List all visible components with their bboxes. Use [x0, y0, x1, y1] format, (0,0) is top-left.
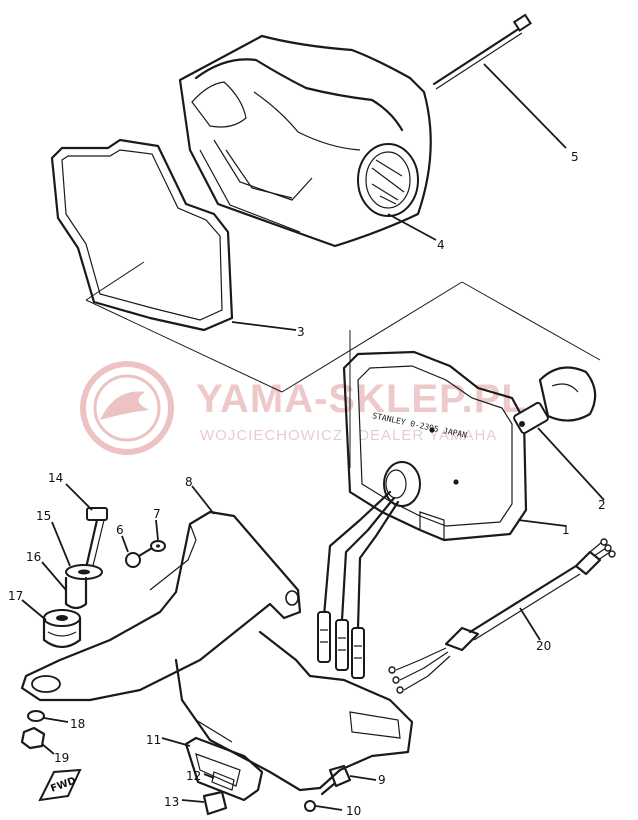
part-16-collar: [64, 576, 88, 610]
callout-14: 14: [48, 471, 63, 485]
part-7-washer: [150, 540, 166, 552]
leader-9: [349, 775, 377, 781]
watermark-logo-icon: [80, 361, 174, 455]
callout-2: 2: [598, 498, 606, 512]
leader-11: [161, 737, 191, 747]
leader-7: [155, 519, 159, 541]
callout-13: 13: [164, 795, 179, 809]
leader-8: [191, 485, 215, 515]
assembly-guides: [85, 261, 601, 468]
callout-11: 11: [146, 733, 161, 747]
part-18-nut: [27, 710, 45, 722]
watermark: YAMA-SKLEP.PL WOJCIECHOWICZ | DEALER YAM…: [80, 361, 527, 455]
leader-2: [537, 427, 605, 501]
callout-9: 9: [378, 773, 386, 787]
part-3-gasket: [50, 138, 234, 332]
leader-1: [517, 519, 567, 527]
callout-16: 16: [26, 550, 41, 564]
part-6-screw: [125, 546, 154, 568]
part-19-nut: [20, 726, 46, 750]
callout-6: 6: [116, 523, 124, 537]
part-20-wire-harness: [388, 538, 616, 694]
callout-1: 1: [562, 523, 570, 537]
callout-17: 17: [8, 589, 23, 603]
part-2-bulb: [513, 366, 597, 435]
leader-15: [51, 521, 71, 567]
leader-5: [483, 63, 567, 149]
part-9-bolt: [320, 764, 352, 796]
leader-17: [21, 599, 47, 621]
leader-10: [315, 805, 343, 811]
part-5-long-bolt: [432, 13, 532, 90]
callout-4: 4: [437, 238, 445, 252]
leader-16: [41, 561, 67, 591]
part-4-lamp-housing: [178, 34, 432, 248]
leader-18: [43, 717, 69, 723]
leader-3: [231, 321, 297, 331]
part-17-damper: [42, 609, 82, 649]
callout-5: 5: [571, 150, 579, 164]
forward-direction-icon: FWD: [38, 768, 82, 802]
leader-20: [519, 607, 541, 641]
leader-12: [203, 773, 215, 779]
part-8-bracket: [20, 510, 414, 802]
callout-18: 18: [70, 717, 85, 731]
watermark-title: YAMA-SKLEP.PL: [196, 377, 527, 421]
callout-12: 12: [186, 769, 201, 783]
leader-6: [121, 535, 129, 553]
leader-19: [41, 743, 55, 755]
callout-15: 15: [36, 509, 51, 523]
leader-4: [387, 213, 437, 241]
leader-14: [65, 483, 93, 511]
part-14-bolt: [84, 507, 108, 571]
callout-20: 20: [536, 639, 551, 653]
part-10-nut: [304, 800, 316, 812]
callout-3: 3: [297, 325, 305, 339]
part-12-lens: [211, 771, 235, 791]
part-13-bulb: [202, 790, 228, 816]
callout-10: 10: [346, 804, 361, 818]
part-15-washer: [65, 564, 103, 580]
callout-7: 7: [153, 507, 161, 521]
callout-8: 8: [185, 475, 193, 489]
callout-19: 19: [54, 751, 69, 765]
leader-13: [181, 799, 205, 803]
